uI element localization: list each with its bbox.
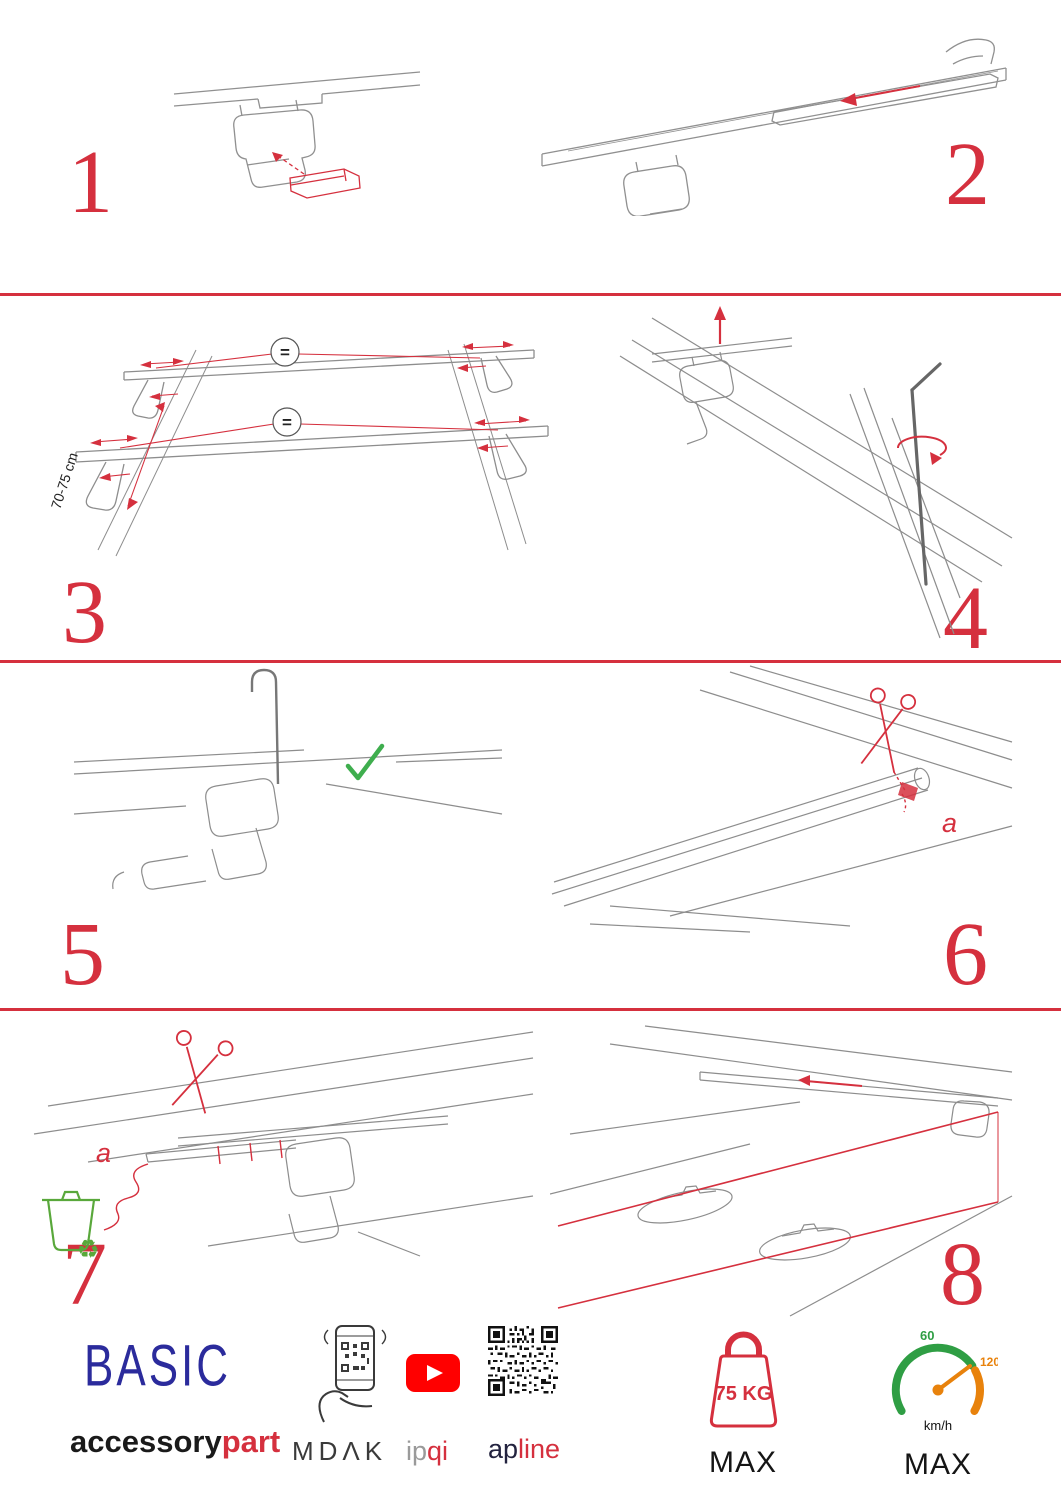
step-6-number: 6 [943, 905, 988, 1004]
speed-unit: km/h [924, 1418, 952, 1433]
cut-label: a [942, 808, 957, 838]
step-1-illustration [173, 71, 421, 199]
weight-limit-block: 75 KG MAX [688, 1326, 798, 1480]
speed-max-label: MAX [903, 1448, 972, 1481]
step-2-number: 2 [945, 125, 990, 224]
step-6-illustration: a [551, 665, 1013, 933]
apline-accent: line [518, 1434, 561, 1464]
check-icon [345, 743, 385, 781]
step-8-illustration [550, 1025, 1013, 1317]
discard-squiggle [103, 1163, 149, 1231]
rotate-arrow [896, 435, 947, 465]
section-divider-2 [0, 660, 1061, 663]
ipqi-gray: ip [406, 1436, 428, 1466]
speed-limit-block: 60 120 km/h MAX [876, 1324, 1000, 1482]
equal-symbol: = [282, 413, 292, 432]
dimension-arrowheads [90, 341, 530, 510]
equal-badge: = [270, 337, 300, 367]
step-4-illustration [619, 306, 1013, 639]
speedometer-icon: 60 120 km/h [891, 1328, 998, 1433]
weight-max-label: MAX [708, 1446, 777, 1479]
brand-logo-apline: apline [488, 1434, 560, 1465]
step-4-number: 4 [943, 569, 988, 668]
brand-logo-mdak: MDΛK [292, 1436, 388, 1466]
insert-arrow [272, 152, 283, 162]
step-5-number: 5 [60, 905, 105, 1004]
qr-code-icon [488, 1326, 558, 1396]
apline-primary: ap [488, 1434, 519, 1464]
youtube-icon [406, 1354, 460, 1392]
allen-key [910, 362, 942, 586]
slide-arrow [798, 1075, 863, 1087]
brand-logo-basic: BASIC [84, 1334, 232, 1399]
hook-rod [250, 668, 280, 785]
step-7-number: 7 [62, 1225, 107, 1324]
phone-qr-icon [318, 1325, 387, 1423]
step-3-number: 3 [62, 563, 107, 662]
bar-distance-label: 70-75 cm [48, 450, 81, 510]
brand-tagline: accessorypart [70, 1424, 280, 1460]
rubber-insert [277, 155, 361, 199]
equal-badge: = [272, 407, 302, 437]
equal-symbol: = [280, 343, 290, 362]
speed-low-tick: 60 [920, 1328, 934, 1343]
step-7-illustration: a ♻ [33, 1030, 534, 1264]
step-5-illustration [73, 668, 503, 890]
ipqi-red: qi [427, 1436, 449, 1466]
cut-label: a [96, 1138, 111, 1168]
step-3-illustration: = = 70-75 cm [48, 337, 549, 557]
speed-high-tick: 120 [980, 1355, 998, 1369]
scissors-icon [860, 687, 917, 773]
alignment-lines [557, 1111, 999, 1309]
section-divider-3 [0, 1008, 1061, 1011]
recycle-icon: ♻ [76, 1234, 99, 1264]
slide-arrow [840, 85, 921, 106]
brand-tagline-accent: part [221, 1424, 281, 1459]
up-arrow [714, 306, 726, 344]
cut-piece [898, 782, 918, 801]
step-2-illustration [541, 38, 1007, 216]
step-1-number: 1 [68, 133, 113, 232]
trash-bin-icon [42, 1190, 100, 1252]
step-8-number: 8 [940, 1225, 985, 1324]
weight-value: 75 KG [714, 1383, 772, 1405]
section-divider-1 [0, 293, 1061, 296]
weight-icon: 75 KG [709, 1331, 777, 1428]
brand-tagline-primary: accessory [70, 1424, 222, 1459]
brand-logo-ipqi: ipqi [406, 1436, 448, 1467]
cut-marks [217, 1139, 283, 1165]
scissors-icon [171, 1030, 234, 1114]
